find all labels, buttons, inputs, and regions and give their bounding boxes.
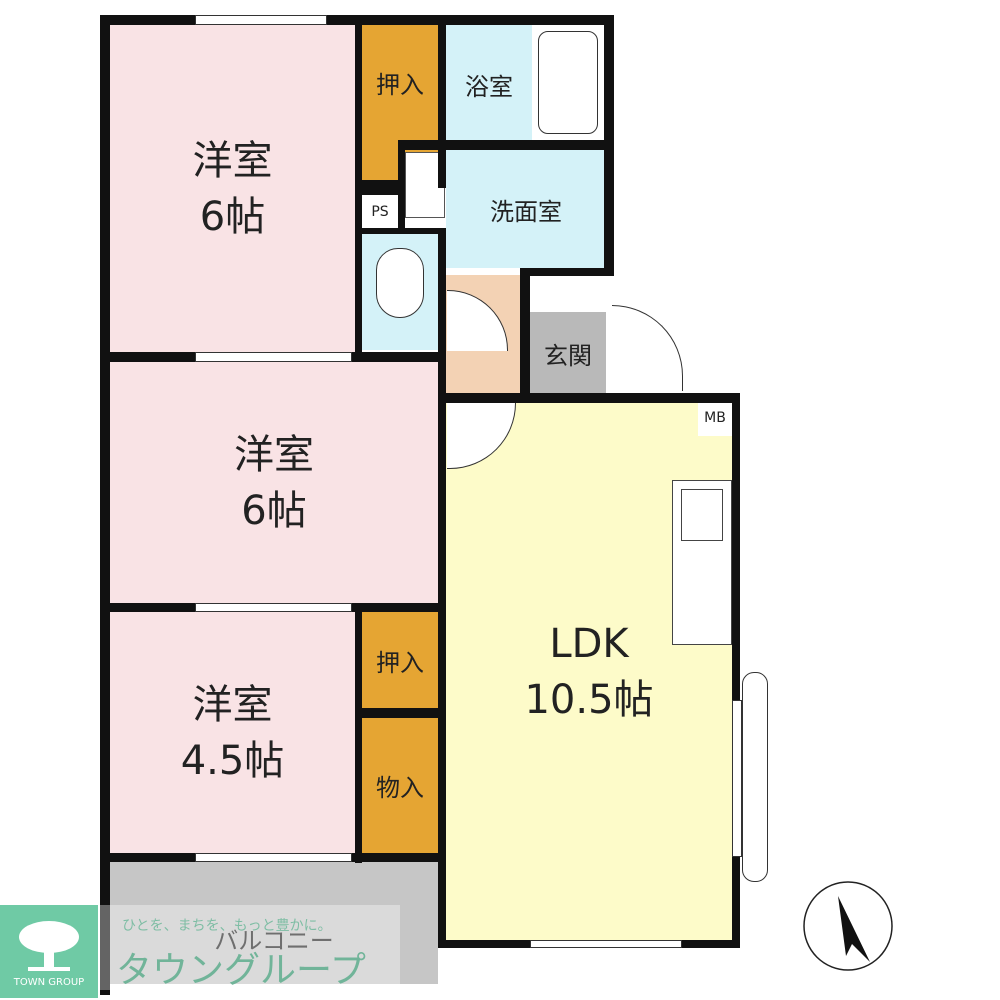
- room-name: MB: [704, 410, 726, 426]
- window: [195, 15, 327, 25]
- wall: [604, 15, 614, 275]
- wall: [355, 228, 445, 234]
- room-name: 浴室: [465, 73, 513, 101]
- room-size: 10.5帖: [524, 676, 654, 723]
- room-name: 洋室: [234, 431, 314, 478]
- wall: [438, 603, 446, 948]
- window: [195, 603, 352, 612]
- entrance-door-swing: [612, 305, 683, 391]
- pipe-space: PS: [362, 195, 398, 228]
- north-arrow-icon: [803, 881, 893, 971]
- bay-window: [742, 672, 768, 882]
- meter-box: MB: [698, 400, 732, 436]
- bathtub: [532, 25, 604, 140]
- room-name: 洋室: [192, 681, 273, 728]
- brand-jp: タウングループ: [116, 950, 366, 991]
- room-name: PS: [371, 203, 389, 220]
- wall: [438, 15, 446, 188]
- bathroom: 浴室: [446, 25, 532, 140]
- watermark: ひとを、まちを、もっと豊かに。 タウングループ: [100, 905, 400, 991]
- room-name: 玄関: [544, 341, 592, 370]
- room-name: 押入: [376, 71, 424, 99]
- room-name: バルコニー: [214, 926, 334, 955]
- wall: [520, 268, 614, 276]
- tree-icon: [19, 921, 79, 971]
- room-size: 4.5帖: [180, 737, 285, 784]
- wall: [100, 15, 110, 995]
- closet-2: 押入: [362, 612, 438, 708]
- window: [530, 940, 682, 948]
- toilet-icon: [376, 248, 424, 318]
- wall: [520, 268, 530, 403]
- entrance: 玄関: [530, 312, 606, 394]
- room-name: 洋室: [192, 137, 273, 184]
- window: [732, 700, 742, 857]
- wall: [438, 393, 738, 403]
- room-size: 6帖: [199, 193, 266, 240]
- western-room-3: 洋室 4.5帖: [110, 612, 355, 853]
- shoe-storage: [530, 275, 606, 312]
- window: [195, 853, 352, 862]
- sink-icon: [681, 489, 723, 541]
- bathtub-icon: [538, 31, 598, 134]
- wall: [355, 708, 445, 718]
- wall: [355, 603, 362, 863]
- room-name: 洗面室: [490, 197, 562, 226]
- room-size: 6帖: [241, 487, 307, 534]
- tagline: ひとを、まちを、もっと豊かに。: [122, 918, 332, 934]
- wall: [732, 393, 740, 948]
- storage: 物入: [362, 718, 438, 853]
- logo-brand-en: TOWN GROUP: [13, 977, 85, 988]
- room-name: 押入: [376, 648, 424, 677]
- kitchen-counter: [672, 480, 732, 645]
- room-name: 物入: [376, 774, 424, 802]
- wall: [398, 140, 606, 150]
- wall: [438, 228, 446, 608]
- balcony: バルコニー: [110, 862, 438, 984]
- wall: [100, 15, 614, 25]
- room-name: LDK: [549, 620, 629, 667]
- washroom: 洗面室: [446, 150, 606, 268]
- toilet-room: [362, 232, 438, 350]
- wall: [355, 180, 405, 195]
- logo: TOWN GROUP: [0, 905, 98, 998]
- window: [195, 352, 352, 362]
- western-room-1: 洋室 6帖: [110, 25, 355, 352]
- western-room-2: 洋室 6帖: [110, 362, 438, 603]
